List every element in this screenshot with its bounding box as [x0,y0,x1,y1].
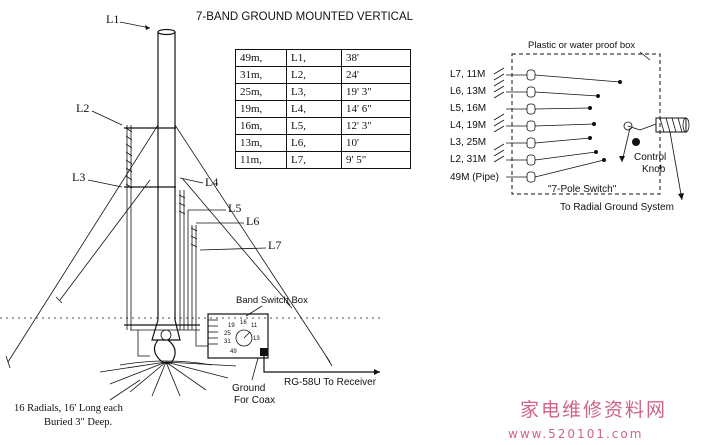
label-l3: L3 [72,170,85,184]
element-l4 [178,190,186,330]
dial-mark-16: 16 [240,320,247,326]
switch-wires [534,74,622,178]
tap-label-l4: L4, 19M [450,120,486,131]
seven-pole-switch-label: "7-Pole Switch" [548,184,617,195]
tap-label-l5: L5, 16M [450,103,486,114]
table-cell-band: 13m, [235,134,287,152]
switch-box-pins [208,319,218,345]
arrow-l1 [119,21,151,29]
guy-wires [7,124,331,363]
label-l7: L7 [268,238,281,252]
band-length-table: 49m, L1, 38' 31m, L2, 24' 25m, L3, 19' 3… [235,49,411,169]
radials-note-line2: Buried 3" Deep. [44,417,112,428]
radial-ground-label: To Radial Ground System [560,202,674,213]
coax-cable [263,356,380,373]
dial-mark-49: 49 [230,349,237,355]
base-insulator [119,319,213,366]
dial-mark-31: 31 [224,339,231,345]
ground-sub-label: For Coax [234,395,275,406]
control-knob-label-2: Knob [642,164,666,175]
table-cell-length: 10' [341,134,411,152]
base-clamps [124,324,200,331]
control-knob-icon [632,138,640,146]
table-cell-element: L4, [286,100,342,118]
tap-label-l3: L3, 25M [450,137,486,148]
diagram-title: 7-BAND GROUND MOUNTED VERTICAL [196,11,414,23]
table-cell-band: 25m, [235,83,287,101]
band-switch-box [207,313,269,359]
table-row: 49m, L1, 38' [235,49,411,67]
table-cell-element: L6, [286,134,342,152]
label-l5: L5 [228,201,241,215]
coax-label: RG-58U To Receiver [284,377,377,388]
table-cell-length: 14' 6" [341,100,411,118]
table-row: 11m, L7, 9' 5" [235,151,411,169]
dial-mark-13: 13 [253,336,260,342]
dial-mark-19: 19 [228,323,235,329]
table-cell-length: 24' [341,66,411,84]
label-l6: L6 [246,214,259,228]
label-l2: L2 [76,101,89,115]
watermark-url: www.520101.com [508,427,643,441]
table-cell-band: 16m, [235,117,287,135]
detail-box-label: Plastic or water proof box [528,40,635,51]
table-cell-length: 38' [341,49,411,67]
coax-entry [655,117,690,133]
table-cell-band: 11m, [235,151,287,169]
label-l4: L4 [205,175,218,189]
table-cell-band: 31m, [235,66,287,84]
label-l1: L1 [106,12,119,26]
table-cell-length: 12' 3" [341,117,411,135]
tap-label-l2: L2, 31M [450,154,486,165]
tap-label-pipe: 49M (Pipe) [450,172,499,183]
table-cell-element: L7, [286,151,342,169]
watermark-cn: 家电维修资料网 [520,399,667,421]
table-row: 31m, L2, 24' [235,66,411,84]
table-row: 19m, L4, 14' 6" [235,100,411,118]
dial-mark-11: 11 [251,323,258,329]
element-l6 [190,225,198,330]
table-cell-band: 19m, [235,100,287,118]
main-pipe [157,28,176,320]
element-l2 [124,125,176,330]
switch-rotor [619,121,657,163]
table-cell-length: 19' 3" [341,83,411,101]
ground-radials-burst [99,361,237,397]
waterproof-box [511,53,661,195]
radial-ticks [5,296,333,369]
control-knob-label-1: Control [634,152,666,163]
table-cell-element: L1, [286,49,342,67]
tap-wire-hatching [493,67,505,163]
terminals [506,69,536,183]
radial-ground-wire [669,131,683,201]
table-row: 16m, L5, 12' 3" [235,117,411,135]
switch-dial [235,329,253,347]
tap-label-l6: L6, 13M [450,86,486,97]
table-row: 13m, L6, 10' [235,134,411,152]
table-cell-length: 9' 5" [341,151,411,169]
tap-label-l7: L7, 11M [450,69,485,80]
tap-labels: L7, 11M L6, 13M L5, 16M L4, 19M L3, 25M … [450,69,499,183]
table-cell-element: L3, [286,83,342,101]
coax-connector [260,348,268,356]
switch-box-title: Band Switch Box [236,295,308,306]
dial-mark-25: 25 [224,331,231,337]
table-cell-band: 49m, [235,49,287,67]
table-cell-element: L5, [286,117,342,135]
radials-note-line1: 16 Radials, 16' Long each [14,403,124,414]
table-cell-element: L2, [286,66,342,84]
ground-label: Ground [232,383,265,394]
table-row: 25m, L3, 19' 3" [235,83,411,101]
